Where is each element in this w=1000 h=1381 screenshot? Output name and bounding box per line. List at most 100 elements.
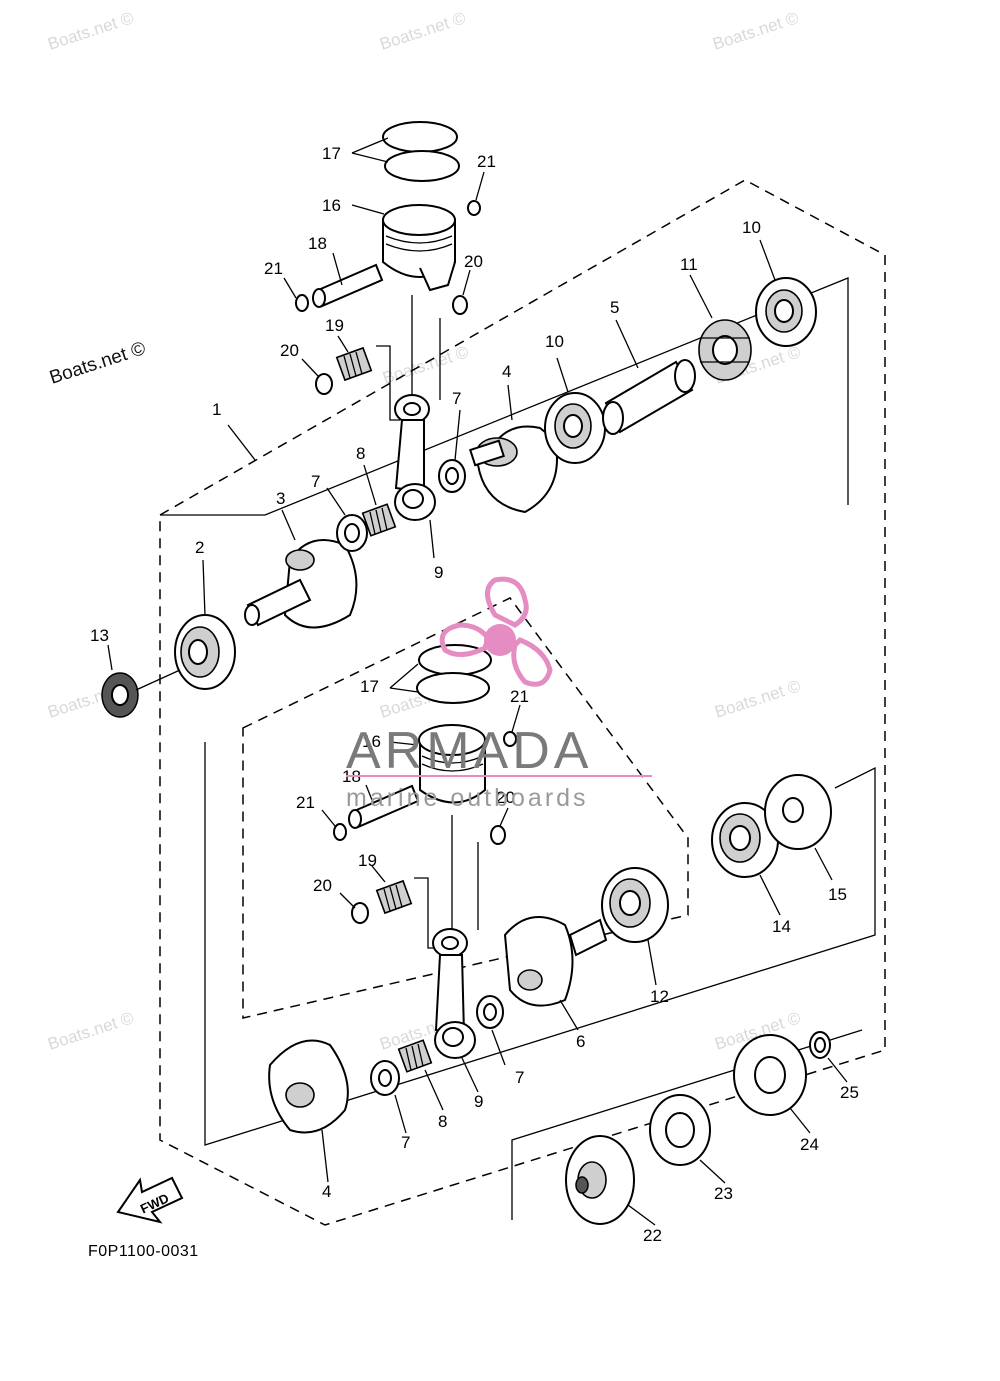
- armada-logo: ARMADA marine outboards: [346, 576, 652, 812]
- upper-piston-pin: [312, 263, 384, 308]
- watermark: Boats.net ©: [377, 8, 468, 54]
- spacer-15: [764, 774, 832, 850]
- callout-2: 2: [195, 538, 204, 557]
- lower-clip-21-right: [503, 731, 517, 747]
- callout-4: 4: [322, 1182, 331, 1201]
- upper-bearing-10-right: [755, 277, 817, 347]
- callout-13: 13: [90, 626, 109, 645]
- callout-21: 21: [296, 793, 315, 812]
- upper-crank-web-4: [469, 425, 558, 514]
- callout-20: 20: [464, 252, 483, 271]
- oil-seal-13: [101, 672, 139, 718]
- callout-7: 7: [401, 1133, 410, 1152]
- lower-washer-20-left: [351, 902, 369, 924]
- upper-thrust-washer-7-hole: [445, 467, 459, 485]
- crank-web-3: [244, 539, 358, 629]
- callout-1: 1: [212, 400, 221, 419]
- lower-needle-bearing-8: [397, 1039, 433, 1073]
- main-bearing-2: [174, 614, 236, 690]
- callout-17: 17: [322, 144, 341, 163]
- lower-piston-pin: [348, 784, 420, 829]
- lower-clip-21-left: [333, 823, 347, 841]
- callout-7: 7: [311, 472, 320, 491]
- upper-piston: [382, 204, 456, 292]
- callout-19: 19: [325, 316, 344, 335]
- callout-25: 25: [840, 1083, 859, 1102]
- forward-arrow-icon: FWD: [116, 1176, 184, 1224]
- callout-21: 21: [510, 687, 529, 706]
- callout-20: 20: [280, 341, 299, 360]
- callout-20: 20: [496, 788, 515, 807]
- callout-16: 16: [322, 196, 341, 215]
- bearing-14: [711, 802, 779, 878]
- watermark: Boats.net ©: [380, 342, 471, 388]
- lower-thrust-washer-7: [476, 995, 504, 1029]
- callout-23: 23: [714, 1184, 733, 1203]
- callout-15: 15: [828, 885, 847, 904]
- callout-8: 8: [438, 1112, 447, 1131]
- crankshaft-center-5: [602, 359, 696, 435]
- callout-labels: 1 2 3 4 5 7 7 8 9 10 10 11 13 17 16 21 1…: [90, 144, 859, 1245]
- watermark: Boats.net ©: [712, 676, 803, 722]
- callout-14: 14: [772, 917, 791, 936]
- callout-21: 21: [477, 152, 496, 171]
- callout-8: 8: [356, 444, 365, 463]
- upper-clip-21-right: [467, 200, 481, 216]
- watermark: Boats.net ©: [45, 8, 136, 54]
- callout-10: 10: [742, 218, 761, 237]
- callout-10: 10: [545, 332, 564, 351]
- upper-clip-21-left: [295, 294, 309, 312]
- callout-9: 9: [434, 563, 443, 582]
- lower-piston-group-outline: [242, 597, 689, 1019]
- callout-17: 17: [360, 677, 379, 696]
- logo-tagline: marine outboards: [346, 784, 589, 812]
- upper-thrust-washer-7b: [336, 514, 368, 552]
- disc-12: [601, 867, 669, 943]
- upper-needle-bearing-8: [361, 503, 397, 537]
- labyrinth-seal-11: [698, 319, 752, 381]
- upper-washer-20-right: [452, 295, 468, 315]
- callout-12: 12: [650, 987, 669, 1006]
- callout-19: 19: [358, 851, 377, 870]
- callout-22: 22: [643, 1226, 662, 1245]
- upper-piston-rings: [382, 121, 460, 182]
- callout-24: 24: [800, 1135, 819, 1154]
- lower-conrod-bracket: [414, 815, 479, 949]
- callout-7: 7: [452, 389, 461, 408]
- lower-needle-bearing-19: [375, 879, 413, 915]
- upper-bracket-line: [160, 277, 849, 516]
- lower-crank-web-4: [268, 1039, 349, 1134]
- lower-piston: [418, 724, 486, 804]
- callout-9: 9: [474, 1092, 483, 1111]
- leader-lines: [107, 137, 848, 1226]
- upper-connecting-rod: [394, 394, 436, 521]
- callout-21: 21: [264, 259, 283, 278]
- callout-11: 11: [680, 255, 698, 274]
- callout-7: 7: [515, 1068, 524, 1087]
- callout-3: 3: [276, 489, 285, 508]
- damper-23: [649, 1094, 711, 1166]
- upper-washer-20-left: [315, 373, 333, 395]
- logo-wordmark: ARMADA: [346, 722, 592, 780]
- callout-5: 5: [610, 298, 619, 317]
- lower-thrust-washer-7b: [370, 1060, 400, 1096]
- seal-leader: [135, 669, 181, 691]
- propeller-icon: [439, 576, 553, 687]
- crank-web-6: [503, 916, 608, 1007]
- callout-20: 20: [313, 876, 332, 895]
- watermark: Boats.net ©: [710, 8, 801, 54]
- ring-25: [809, 1031, 831, 1059]
- middle-bracket-line: [204, 742, 876, 1146]
- lower-washer-20-right: [490, 825, 506, 845]
- callout-4: 4: [502, 362, 511, 381]
- coupling-24: [733, 1034, 807, 1116]
- watermark: Boats.net ©: [45, 1008, 136, 1054]
- callout-18: 18: [308, 234, 327, 253]
- callout-6: 6: [576, 1032, 585, 1051]
- hub-22: [565, 1135, 635, 1225]
- upper-needle-bearing-19: [335, 346, 373, 382]
- drawing-code: F0P1100-0031: [88, 1243, 199, 1260]
- lower-connecting-rod: [432, 928, 476, 1059]
- callout-16: 16: [362, 732, 381, 751]
